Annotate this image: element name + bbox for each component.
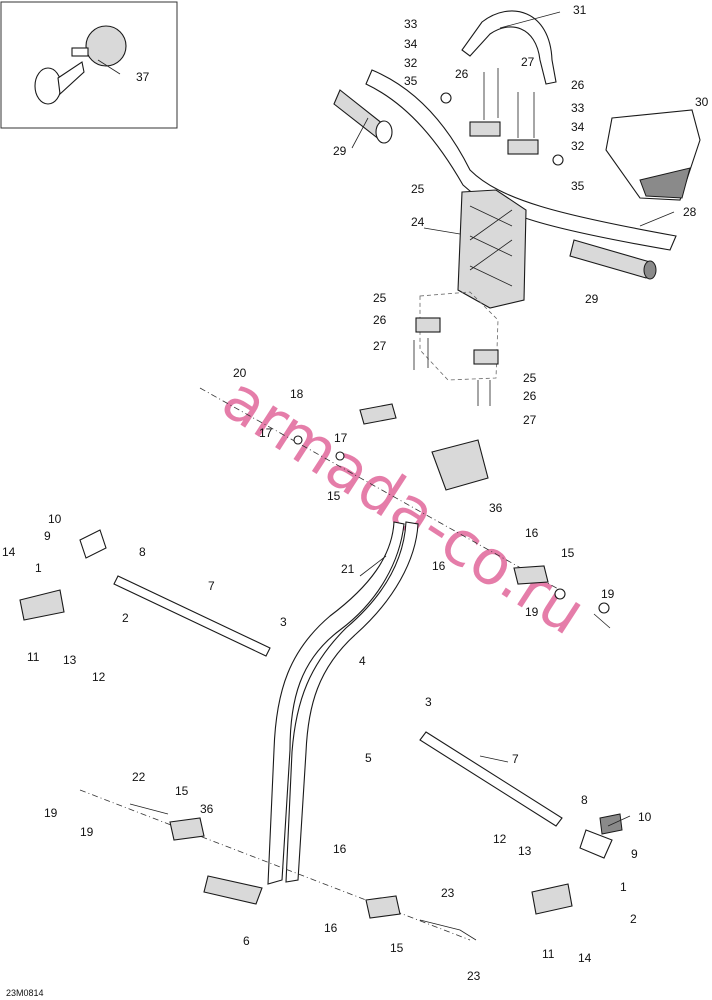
callout-16: 16 xyxy=(324,921,338,935)
callout-37: 37 xyxy=(136,70,150,84)
callout-9: 9 xyxy=(44,529,51,543)
callout-27: 27 xyxy=(523,413,537,427)
callout-29: 29 xyxy=(333,144,347,158)
callout-33: 33 xyxy=(404,17,418,31)
callout-30: 30 xyxy=(695,95,709,109)
diagram-reference-code: 23M0814 xyxy=(6,988,44,998)
callout-9: 9 xyxy=(631,847,638,861)
callout-32: 32 xyxy=(404,56,418,70)
callout-13: 13 xyxy=(518,844,532,858)
callout-35: 35 xyxy=(571,179,585,193)
tie-rods xyxy=(19,529,623,915)
callout-2: 2 xyxy=(630,912,637,926)
callout-17: 17 xyxy=(334,431,348,445)
callout-16: 16 xyxy=(525,526,539,540)
callout-16: 16 xyxy=(333,842,347,856)
callout-36: 36 xyxy=(489,501,503,515)
callout-4: 4 xyxy=(359,654,366,668)
riser-block xyxy=(419,189,527,381)
callout-13: 13 xyxy=(63,653,77,667)
watermark: armada-co.ru xyxy=(210,361,599,649)
callout-15: 15 xyxy=(561,546,575,560)
callout-labels: 37 33 34 32 35 31 26 27 26 33 34 32 35 3… xyxy=(2,3,709,983)
callout-15: 15 xyxy=(390,941,404,955)
callout-23: 23 xyxy=(441,886,455,900)
callout-12: 12 xyxy=(92,670,106,684)
callout-26: 26 xyxy=(373,313,387,327)
callout-2: 2 xyxy=(122,611,129,625)
callout-5: 5 xyxy=(365,751,372,765)
callout-33: 33 xyxy=(571,101,585,115)
callout-34: 34 xyxy=(571,120,585,134)
callout-10: 10 xyxy=(48,512,62,526)
callout-14: 14 xyxy=(2,545,16,559)
callout-15: 15 xyxy=(175,784,189,798)
callout-31: 31 xyxy=(573,3,587,17)
callout-3: 3 xyxy=(425,695,432,709)
callout-34: 34 xyxy=(404,37,418,51)
callout-19: 19 xyxy=(525,605,539,619)
callout-24: 24 xyxy=(411,215,425,229)
callout-11: 11 xyxy=(27,650,40,664)
callout-15: 15 xyxy=(327,489,341,503)
callout-19: 19 xyxy=(601,587,615,601)
link-rods xyxy=(79,387,610,941)
callout-6: 6 xyxy=(243,934,250,948)
callout-12: 12 xyxy=(493,832,507,846)
leader-lines xyxy=(97,11,675,827)
callout-26: 26 xyxy=(523,389,537,403)
upper-clamps xyxy=(413,68,564,406)
callout-26: 26 xyxy=(571,78,585,92)
callout-8: 8 xyxy=(581,793,588,807)
callout-7: 7 xyxy=(208,579,215,593)
steering-column xyxy=(203,439,489,905)
callout-28: 28 xyxy=(683,205,697,219)
callout-32: 32 xyxy=(571,139,585,153)
callout-3: 3 xyxy=(280,615,287,629)
callout-18: 18 xyxy=(290,387,304,401)
callout-11: 11 xyxy=(542,947,555,961)
callout-1: 1 xyxy=(35,561,42,575)
callout-25: 25 xyxy=(523,371,537,385)
callout-35: 35 xyxy=(404,74,418,88)
callout-36: 36 xyxy=(200,802,214,816)
callout-10: 10 xyxy=(638,810,652,824)
callout-17: 17 xyxy=(259,426,273,440)
callout-21: 21 xyxy=(341,562,355,576)
callout-22: 22 xyxy=(132,770,146,784)
callout-26: 26 xyxy=(455,67,469,81)
callout-8: 8 xyxy=(139,545,146,559)
callout-29: 29 xyxy=(585,292,599,306)
inset-box xyxy=(0,1,178,129)
callout-1: 1 xyxy=(620,880,627,894)
callout-20: 20 xyxy=(233,366,247,380)
callout-19: 19 xyxy=(80,825,94,839)
callout-27: 27 xyxy=(521,55,535,69)
callout-25: 25 xyxy=(411,182,425,196)
callout-27: 27 xyxy=(373,339,387,353)
callout-25: 25 xyxy=(373,291,387,305)
callout-23: 23 xyxy=(467,969,481,983)
callout-14: 14 xyxy=(578,951,592,965)
callout-7: 7 xyxy=(512,752,519,766)
callout-19: 19 xyxy=(44,806,58,820)
callout-16: 16 xyxy=(432,559,446,573)
